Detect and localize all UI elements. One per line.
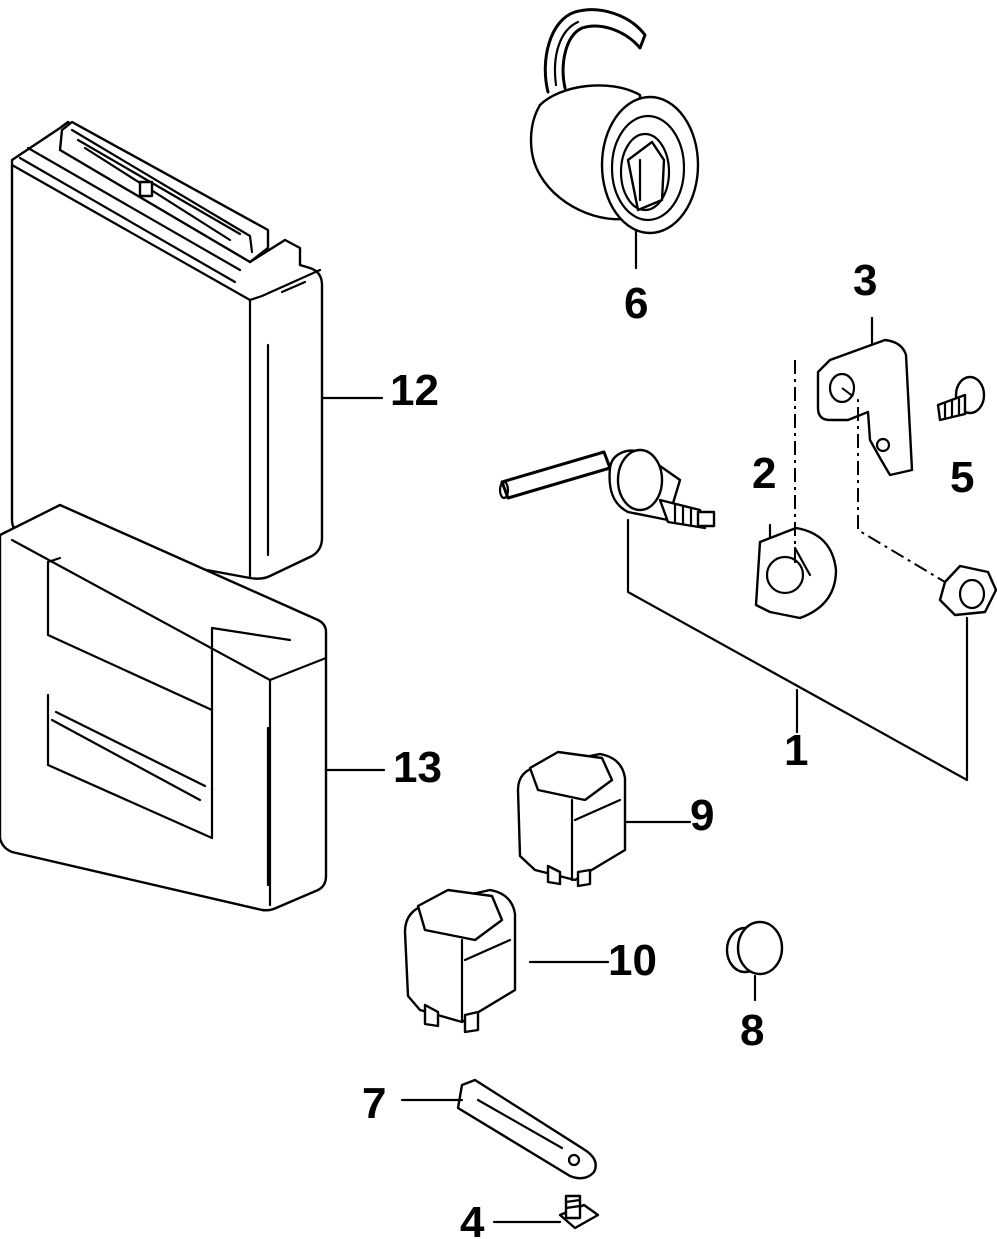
part-12-control-module xyxy=(10,120,324,580)
callout-5: 5 xyxy=(950,453,974,502)
part-1-switch xyxy=(498,448,969,782)
callout-6: 6 xyxy=(624,279,648,328)
callout-12: 12 xyxy=(390,366,439,415)
part-10-relay xyxy=(403,888,610,1034)
part-8-plug xyxy=(725,920,784,1002)
part-5-screw xyxy=(936,375,986,422)
nut xyxy=(938,564,997,617)
part-13-bracket xyxy=(0,503,328,912)
part-3-bracket xyxy=(794,316,946,583)
callout-4: 4 xyxy=(460,1198,485,1239)
part-2-clip xyxy=(754,523,838,620)
callout-7: 7 xyxy=(362,1079,386,1128)
part-6-sensor xyxy=(529,8,700,270)
part-9-relay xyxy=(516,750,692,888)
part-7-strap xyxy=(400,1078,597,1180)
callout-1: 1 xyxy=(784,726,808,775)
callout-3: 3 xyxy=(853,256,877,305)
callout-8: 8 xyxy=(740,1006,764,1055)
part-4-bolt xyxy=(492,1194,600,1230)
callout-10: 10 xyxy=(608,936,657,985)
callout-13: 13 xyxy=(393,743,442,792)
callout-2: 2 xyxy=(752,449,776,498)
callout-9: 9 xyxy=(690,791,714,840)
